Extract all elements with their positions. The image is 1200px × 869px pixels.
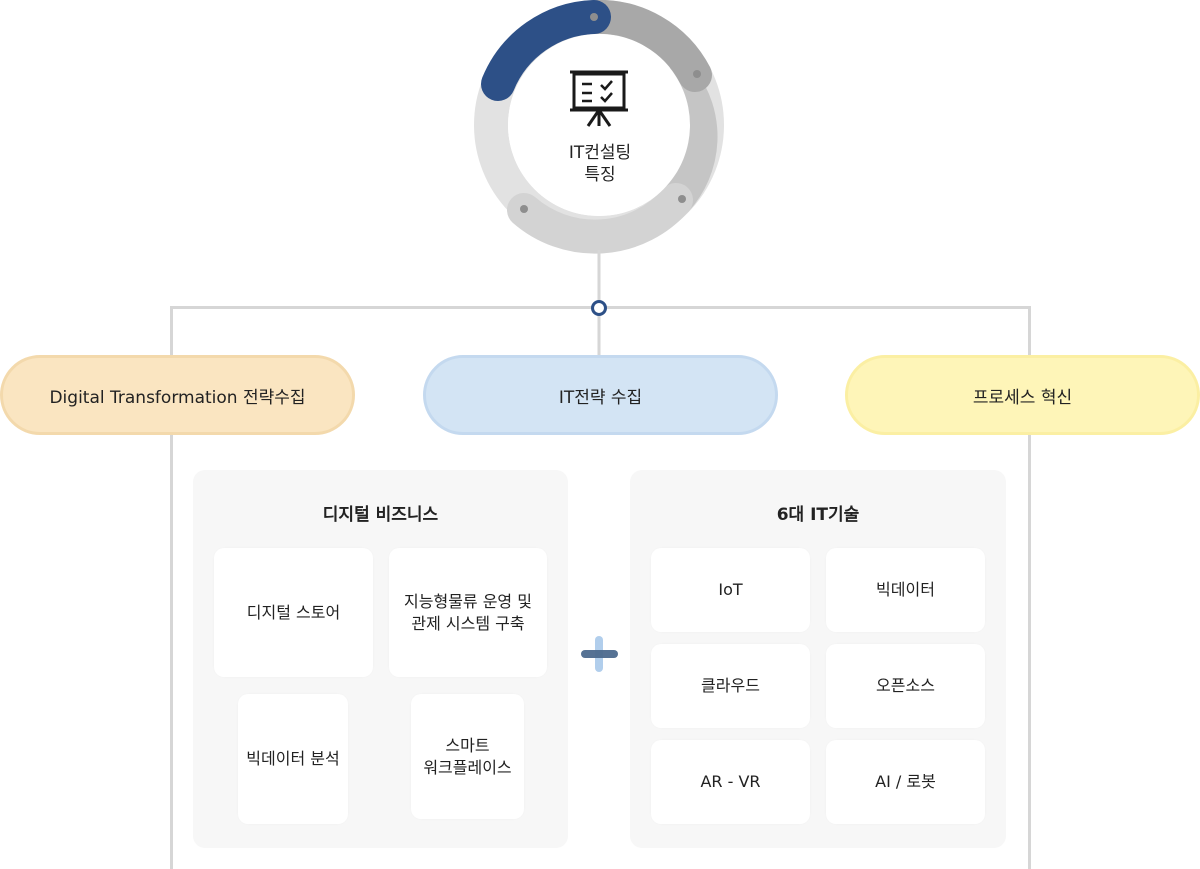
ring-dot — [678, 195, 686, 203]
card-label: 지능형물류 운영 및 관제 시스템 구축 — [404, 591, 532, 633]
card-digital-store: 디지털 스토어 — [214, 548, 373, 677]
it-tech-title: 6대 IT기술 — [776, 505, 860, 525]
center-label-line2: 특징 — [584, 165, 616, 185]
pill-it-strategy-label: IT전략 수집 — [558, 387, 643, 408]
card-label: 오픈소스 — [876, 676, 935, 695]
presentation-board-icon — [570, 70, 628, 127]
card-ar-vr: AR - VR — [651, 740, 810, 824]
pill-it-strategy: IT전략 수집 — [423, 355, 778, 435]
card-cloud: 클라우드 — [651, 644, 810, 728]
card-bigdata: 빅데이터 — [826, 548, 985, 632]
ring-segment-blue — [481, 0, 611, 101]
pill-process-innovation: 프로세스 혁신 — [845, 355, 1200, 435]
card-ai-robot: AI / 로봇 — [826, 740, 985, 824]
ring-dot — [693, 70, 701, 78]
pill-dt-strategy-label: Digital Transformation 전략수집 — [49, 387, 306, 408]
card-iot: IoT — [651, 548, 810, 632]
card-label: 디지털 스토어 — [246, 602, 341, 622]
it-tech-panel: 6대 IT기술 IoT 빅데이터 클라우드 오픈소스 AR - VR AI / … — [630, 470, 1006, 848]
card-smart-logistics: 지능형물류 운영 및 관제 시스템 구축 — [389, 548, 547, 677]
plus-icon — [581, 650, 618, 658]
card-label: 클라우드 — [701, 676, 760, 695]
card-bigdata-analysis: 빅데이터 분석 — [238, 694, 348, 824]
ring-dot — [520, 205, 528, 213]
pill-process-innovation-label: 프로세스 혁신 — [972, 387, 1073, 408]
card-label: AI / 로봇 — [875, 772, 936, 791]
card-smart-workplace: 스마트 워크플레이스 — [411, 694, 524, 819]
junction-node — [591, 300, 607, 316]
card-label: IoT — [718, 580, 743, 599]
card-label: 빅데이터 분석 — [246, 749, 340, 768]
pill-dt-strategy: Digital Transformation 전략수집 — [0, 355, 355, 435]
digital-business-panel: 디지털 비즈니스 디지털 스토어 지능형물류 운영 및 관제 시스템 구축 빅데… — [193, 470, 568, 848]
center-label-line1: IT컨설팅 — [568, 143, 632, 163]
ring-dot — [590, 13, 598, 21]
card-label: 빅데이터 — [876, 580, 935, 599]
ring-segment-bottom — [507, 183, 693, 254]
digital-business-title: 디지털 비즈니스 — [322, 505, 439, 525]
card-label: 스마트 워크플레이스 — [423, 735, 512, 777]
card-opensource: 오픈소스 — [826, 644, 985, 728]
center-label: IT컨설팅 특징 — [540, 142, 660, 186]
card-label: AR - VR — [700, 772, 761, 791]
